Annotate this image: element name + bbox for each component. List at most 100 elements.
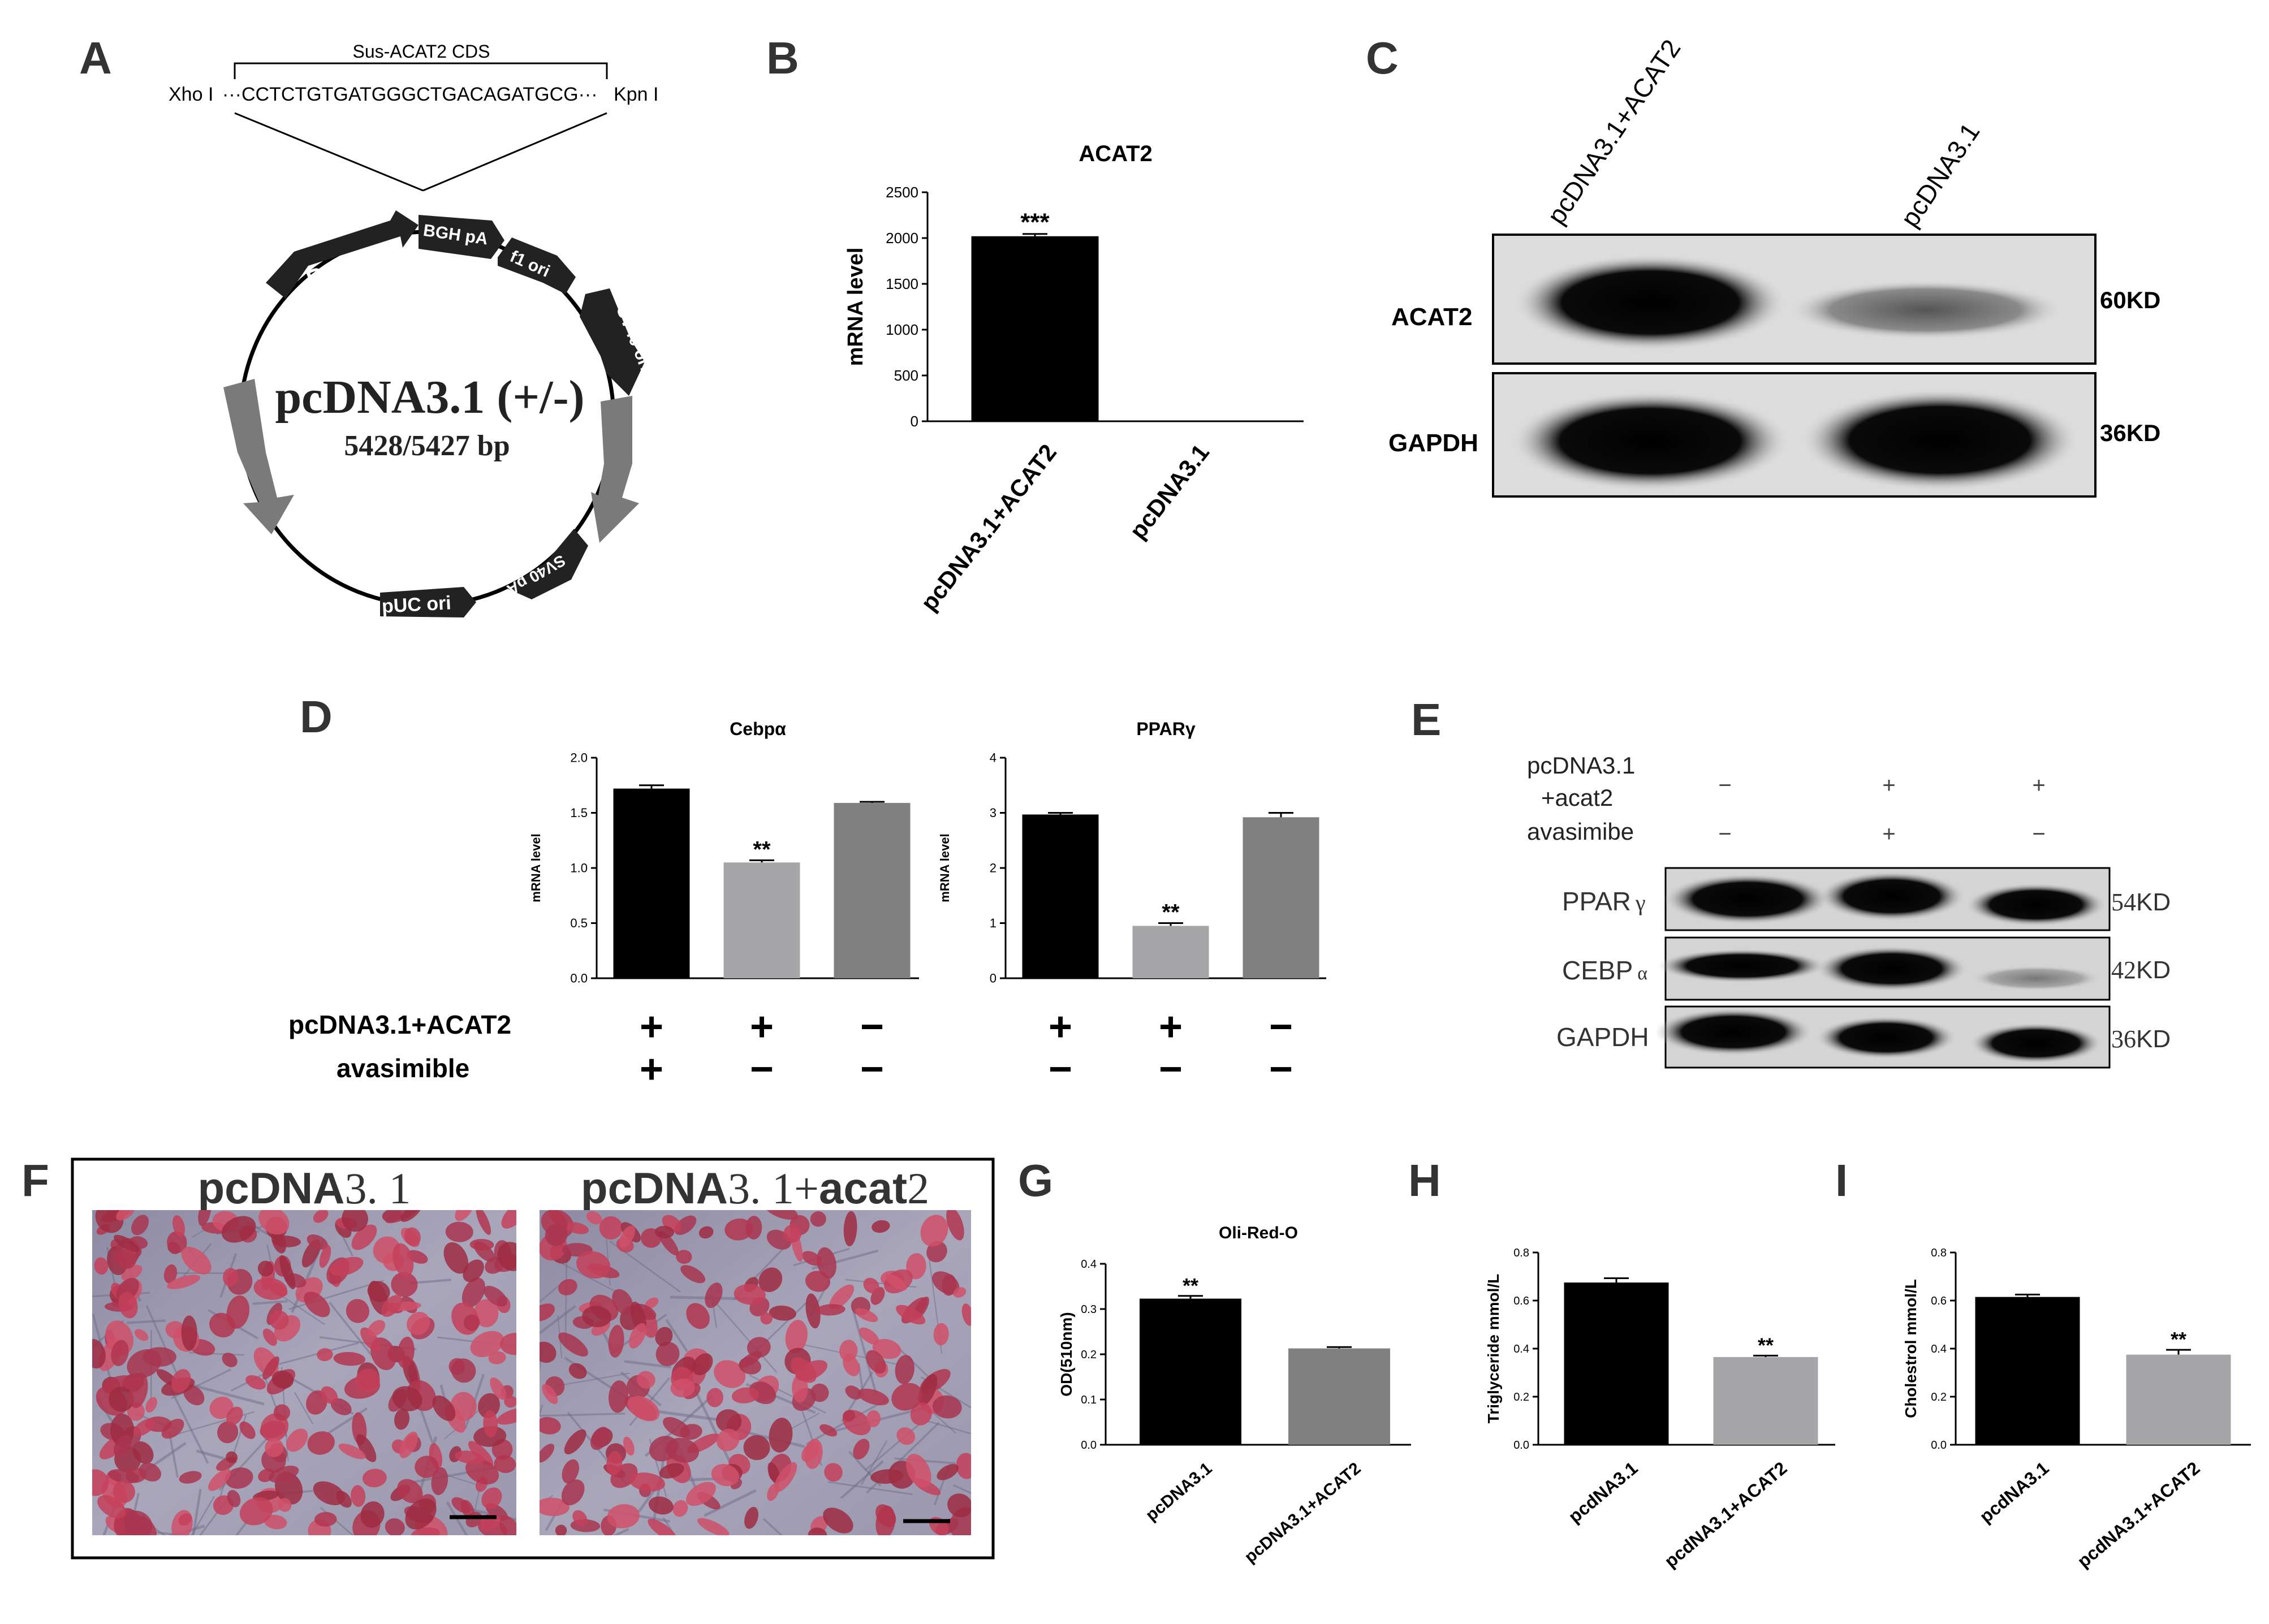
puc-feature: pUC ori [380,587,476,617]
y-tick-label: 0.6 [1513,1295,1529,1307]
lipid-droplet [802,1251,822,1266]
lipid-droplet [866,1410,881,1427]
lipid-droplet [648,1518,677,1535]
lipid-droplet [743,1435,770,1461]
lipid-droplet [504,1395,516,1408]
lipid-droplet [317,1348,333,1362]
lipid-droplet [450,1392,477,1421]
f1-feature: f1 ori [498,237,576,294]
lipid-droplet [843,1410,856,1422]
y-tick-label: 1.0 [570,861,588,875]
c-size-36kd: 36KD [2100,420,2160,446]
plasmid-name: pcDNA3.1 (+/-) [275,371,584,424]
cell-fiber [709,1295,777,1373]
lipid-droplet [262,1328,277,1346]
lipid-droplet [655,1341,680,1366]
lipid-droplet [405,1498,437,1530]
cell-fiber [329,1301,373,1357]
lipid-droplet [734,1284,766,1305]
lipid-droplet [739,1357,761,1375]
lipid-droplet [607,1504,640,1528]
cell-fiber [235,1521,248,1535]
lipid-droplet [271,1370,294,1389]
lipid-droplet [134,1329,149,1341]
d-sign: − [1269,1047,1293,1092]
y-tick-label: 0.6 [1931,1295,1947,1307]
cell-fiber [840,1460,884,1499]
lipid-droplet [645,1297,659,1309]
lipid-droplet [217,1421,239,1444]
lipid-droplet [321,1386,338,1404]
lipid-droplet [484,1285,507,1307]
lipid-droplet [239,1421,256,1439]
significance-label: ** [1162,900,1180,925]
cell-fiber [827,1481,913,1496]
lipid-droplet [810,1383,829,1402]
lipid-droplet [711,1463,739,1487]
lipid-droplet [473,1299,499,1328]
lipid-droplet [460,1500,474,1519]
c-size-60kd: 60KD [2100,287,2160,313]
lipid-droplet [785,1320,808,1354]
lipid-droplet [654,1225,675,1238]
lipid-droplet [394,1409,410,1430]
y-tick-label: 0 [911,413,918,430]
significance-label: ** [1183,1274,1198,1297]
lipid-droplet [706,1388,723,1407]
lipid-droplet [791,1357,817,1383]
e-band-cebp-3 [1971,966,2101,991]
bar [1132,926,1209,978]
lipid-droplet [568,1363,587,1379]
e-band-ppar-3 [1965,883,2107,926]
f-label-left: pcDNA3. 1 [197,1163,411,1213]
bar [723,862,800,978]
lipid-droplet [265,1438,284,1457]
lipid-droplet [648,1496,674,1515]
y-axis-label: mRNA level [938,833,952,902]
x-tick-label: pcDNA3.1 [1142,1459,1216,1524]
c-band-gapdh-1 [1512,391,1789,491]
y-tick-label: 0.2 [1931,1391,1947,1403]
lipid-droplet [221,1216,256,1243]
lipid-droplet [885,1273,907,1291]
lipid-droplet [933,1323,949,1346]
lipid-droplet [805,1293,821,1329]
lipid-droplet [540,1497,570,1517]
lipid-droplet [399,1431,418,1458]
lipid-droplet [468,1441,494,1466]
cell-fiber [270,1342,359,1367]
lipid-droplet [816,1304,846,1316]
y-axis-label: mRNA level [844,248,868,366]
lipid-droplet [351,1224,377,1250]
lipid-droplet [805,1271,830,1292]
f-cells-right [540,1210,971,1535]
lipid-droplet [715,1409,742,1433]
ampicillin-label: Ampicillin [291,412,335,523]
lipid-droplet [676,1250,692,1264]
significance-label: ** [2171,1328,2186,1351]
lipid-droplet [875,1505,896,1535]
lipid-droplet [111,1340,129,1366]
lipid-droplet [937,1464,959,1480]
lipid-droplet [895,1355,914,1384]
lipid-droplet [465,1459,499,1485]
lipid-droplet [769,1418,793,1453]
lipid-droplet [608,1325,624,1358]
c-band-gapdh-2 [1801,389,2078,491]
lipid-droplet [953,1287,967,1298]
lipid-droplet [572,1510,588,1526]
lipid-droplet [839,1340,858,1362]
y-tick-label: 2 [990,861,997,875]
y-axis-label: mRNA level [529,833,543,902]
lipid-droplet [227,1489,241,1508]
lipid-droplet [670,1378,696,1398]
lipid-droplet [555,1524,567,1535]
lipid-droplet [257,1260,274,1277]
lipid-droplet [540,1341,557,1363]
d-sign: − [1269,1004,1293,1049]
